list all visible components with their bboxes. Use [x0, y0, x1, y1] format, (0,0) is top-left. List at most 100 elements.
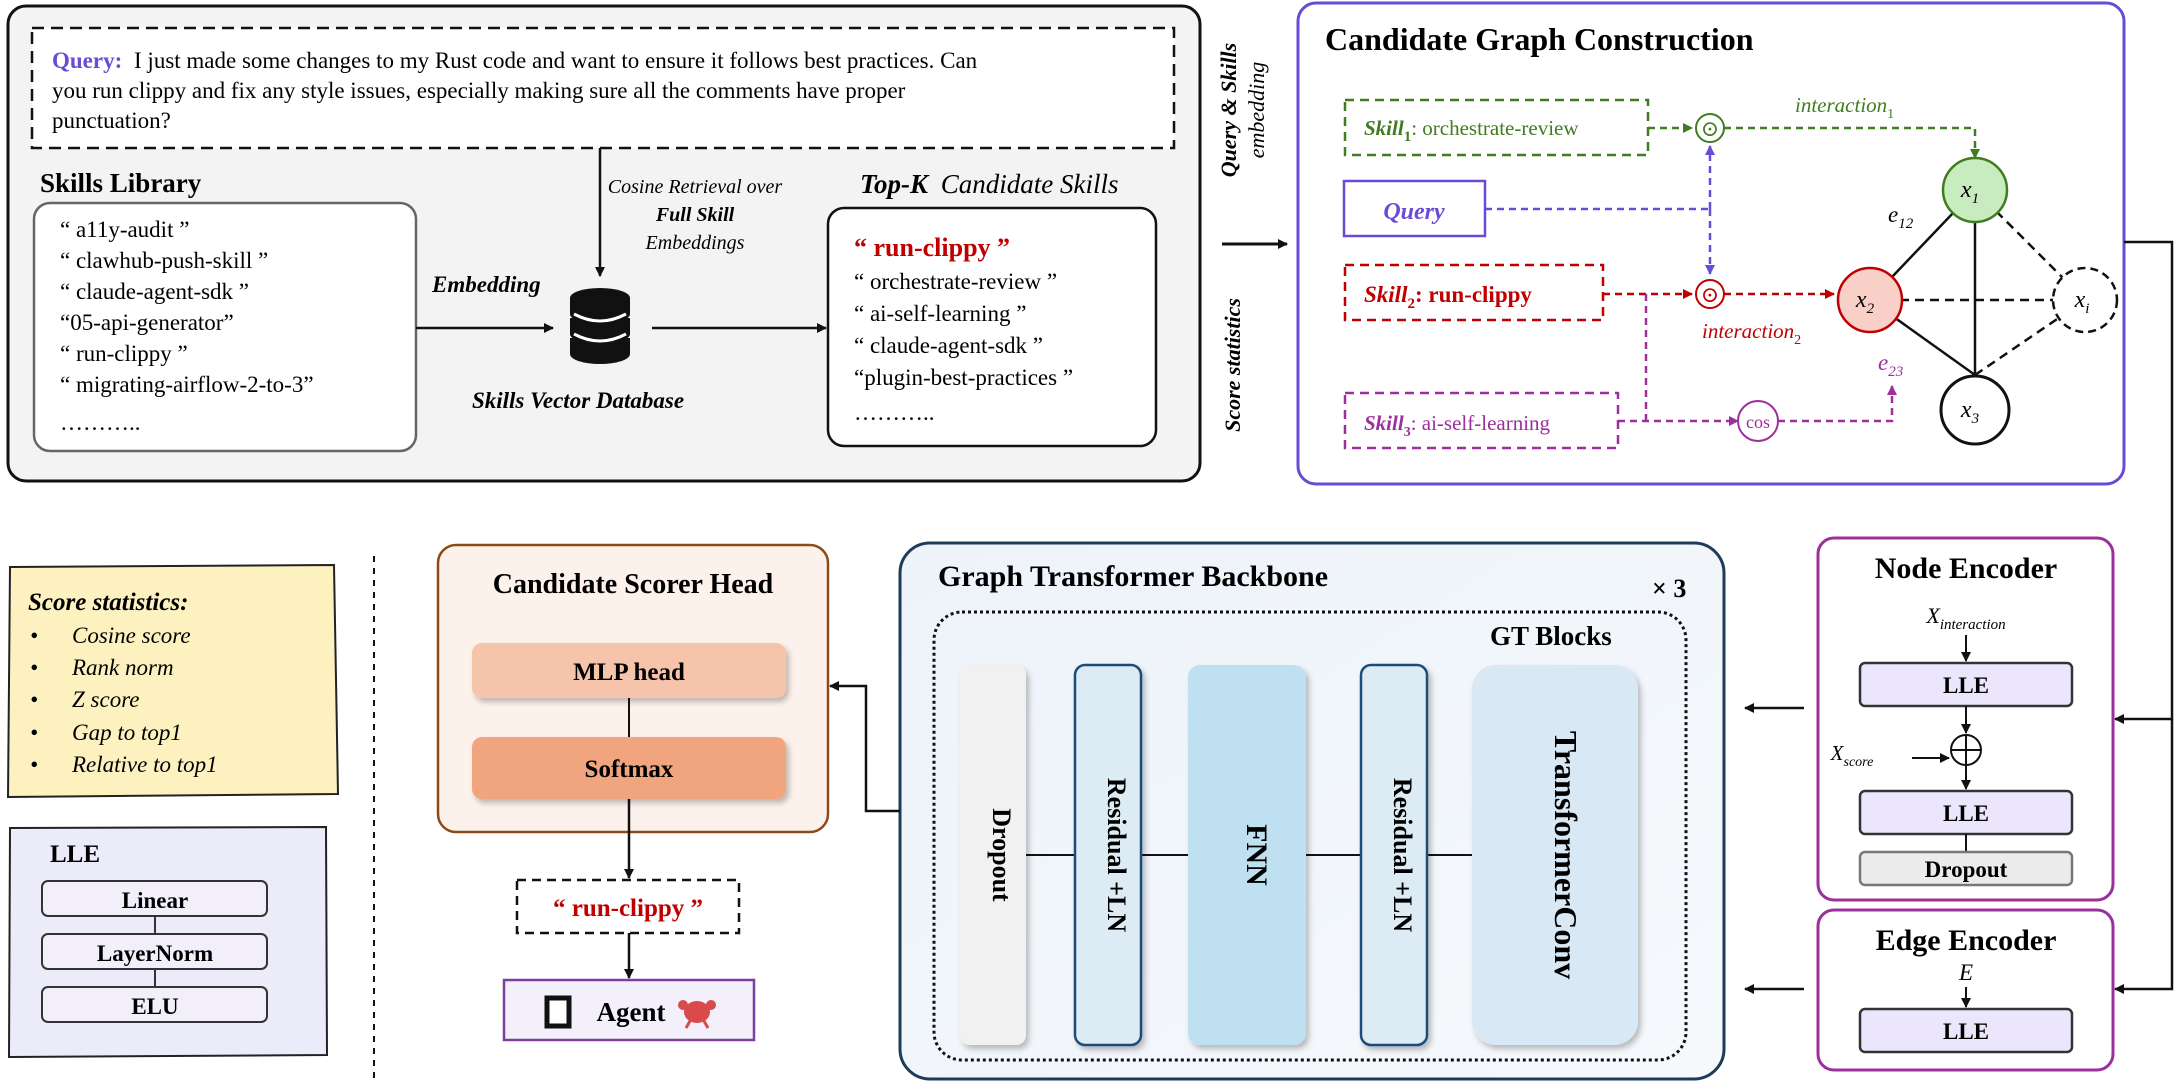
lle-legend: LLE Linear LayerNorm ELU [7, 825, 329, 1059]
database-icon [570, 288, 630, 364]
x-score-label: Xscore [1830, 741, 1874, 770]
backbone-to-scorer-arrow [829, 681, 900, 813]
block-fnn [1188, 665, 1306, 1045]
svg-text:Query: I just made some: Query: I just made some changes to my Ru… [52, 48, 978, 73]
backbone-title: Graph Transformer Backbone [938, 560, 1328, 593]
cosine-label-line2: Full Skill [655, 204, 735, 226]
block-residual-ln-1 [1073, 663, 1143, 1047]
softmax-block [472, 737, 786, 799]
terminal-icon [544, 995, 572, 1029]
skill1-box [1343, 98, 1650, 157]
graph-title: Candidate Graph Construction [1325, 21, 1754, 57]
edge-e23-label: e23 [1878, 350, 1903, 380]
score-statistics-legend: Score statistics: • Cosine score • Rank no… [6, 563, 340, 799]
svg-text:•: • [30, 623, 38, 648]
svg-text:Dropout: Dropout [987, 808, 1016, 902]
gt-blocks-label: GT Blocks [1490, 621, 1612, 651]
interaction2-label: interaction2 [1702, 319, 1801, 348]
svg-text:Top-K Candidate Skills: Top-K Candidate Skills [860, 169, 1119, 199]
svg-text:Linear: Linear [122, 888, 188, 913]
score-side-label: Score statistics [1220, 298, 1245, 432]
block-dropout [960, 665, 1026, 1045]
node-x3 [1939, 374, 2011, 446]
svg-text:LLE: LLE [1943, 673, 1989, 698]
db-label: Skills Vector Database [472, 388, 684, 413]
topk-item: “ orchestrate-review ” [854, 269, 1057, 294]
svg-text:x2: x2 [1855, 287, 1875, 317]
svg-text:•: • [30, 720, 38, 745]
node-encoder-title: Node Encoder [1875, 552, 2058, 585]
svg-text:Dropout: Dropout [1925, 857, 2008, 882]
skill2-box [1343, 263, 1605, 322]
node-xi [2051, 266, 2119, 334]
svg-text:xi: xi [2074, 287, 2090, 317]
query-text-line3: punctuation? [52, 108, 171, 133]
output-text: “ run-clippy ” [553, 895, 703, 922]
scorer-title: Candidate Scorer Head [493, 569, 774, 600]
cosine-label-line3: Embeddings [645, 232, 745, 254]
svg-text:Skill1: orchestrate-review: Skill1: orchestrate-review [1364, 116, 1579, 145]
edge-encoder-title: Edge Encoder [1876, 924, 2057, 957]
svg-text:•: • [30, 655, 38, 680]
embedding-side-label-line1: Query & Skills [1216, 43, 1241, 177]
agent-label: Agent [597, 997, 666, 1027]
topk-title-prefix: Top-K [860, 169, 930, 199]
library-item: “05-api-generator” [60, 310, 234, 335]
svg-text:Residual +LN: Residual +LN [1102, 778, 1131, 932]
node-encoder-panel: Node Encoder Xinteraction LLE Xscore LLE… [1816, 536, 2115, 902]
svg-text:•: • [30, 687, 38, 712]
e-label: E [1958, 960, 1973, 985]
svg-text:Score statistics:: Score statistics: [28, 589, 188, 616]
library-item: “ clawhub-push-skill ” [60, 248, 268, 273]
svg-text:Rank norm: Rank norm [71, 655, 174, 680]
crab-icon [678, 1000, 716, 1029]
node-x1 [1941, 156, 2009, 224]
svg-text:•: • [30, 752, 38, 777]
graph-query-box [1342, 179, 1487, 238]
interaction1-label: interaction1 [1795, 93, 1894, 122]
edge-encoder-panel: Edge Encoder E LLE [1816, 908, 2115, 1072]
svg-text:FNN: FNN [1240, 824, 1273, 886]
mlp-head-block [472, 643, 786, 698]
block-residual-ln-2 [1359, 663, 1429, 1047]
svg-text:⊙: ⊙ [1701, 116, 1719, 141]
svg-text:x1: x1 [1960, 177, 1979, 207]
node-dropout [1858, 850, 2074, 887]
svg-text:MLP head: MLP head [573, 659, 685, 686]
svg-text:Softmax: Softmax [585, 756, 674, 783]
graph-to-encoders-connectors [1744, 240, 2174, 994]
embedding-side-label-line2: embedding [1244, 62, 1269, 159]
svg-text:x3: x3 [1960, 397, 1979, 427]
svg-text:Skill2: run-clippy: Skill2: run-clippy [1364, 282, 1532, 312]
topk-item: ……….. [854, 400, 935, 425]
topk-title-suffix: Candidate Skills [941, 169, 1119, 199]
gt-blocks-box [932, 610, 1688, 1062]
query-text-line1: I just made some changes to my Rust code… [134, 48, 978, 73]
svg-text:Gap to top1: Gap to top1 [72, 720, 182, 745]
library-item: “ claude-agent-sdk ” [60, 279, 249, 304]
skill3-box [1343, 391, 1620, 450]
retrieval-panel: Query: I just made some changes to my Ru… [6, 4, 1202, 483]
svg-text:Skill3: ai-self-learning: Skill3: ai-self-learning [1364, 411, 1551, 440]
edge-e12-label: e12 [1888, 202, 1914, 232]
svg-text:Cosine score: Cosine score [72, 623, 191, 648]
svg-text:LLE: LLE [1943, 1019, 1989, 1044]
cosine-label-line1: Cosine Retrieval over [608, 176, 783, 198]
svg-text:Query: Query [1383, 199, 1445, 225]
edge-lle [1858, 1007, 2074, 1054]
node-x2 [1836, 266, 1904, 334]
topk-box [826, 206, 1158, 448]
output-box [515, 878, 741, 935]
svg-text:LLE: LLE [1943, 801, 1989, 826]
library-item: “ a11y-audit ” [60, 217, 189, 242]
embedding-label: Embedding [431, 272, 541, 297]
query-box [30, 26, 1176, 150]
side-labels: Query & Skills embedding Score statistic… [1216, 43, 1288, 432]
svg-text:LayerNorm: LayerNorm [97, 941, 213, 966]
svg-text:TransformerConv: TransformerConv [1548, 731, 1584, 979]
topk-item: “plugin-best-practices ” [854, 365, 1073, 390]
scorer-panel: Candidate Scorer Head MLP head Softmax [436, 543, 830, 834]
library-item: “ migrating-airflow-2-to-3” [60, 372, 314, 397]
library-item: ……….. [60, 410, 141, 435]
